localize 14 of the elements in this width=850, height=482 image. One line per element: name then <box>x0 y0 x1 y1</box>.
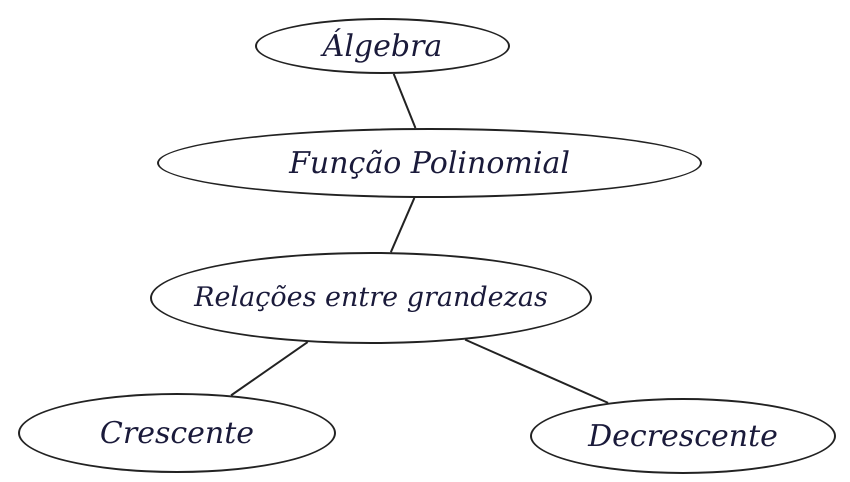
connector-line <box>230 341 308 396</box>
node-label: Relações entre grandezas <box>192 283 549 313</box>
ellipse-node <box>157 128 702 198</box>
connector-line <box>392 74 416 128</box>
connector-line <box>464 338 608 404</box>
node-label: Função Polinomial <box>288 146 571 180</box>
ellipse-node <box>255 18 510 74</box>
connector-line <box>390 198 416 253</box>
node-label: Álgebra <box>302 30 462 62</box>
ellipse-node <box>18 393 336 473</box>
node-label: Decrescente <box>586 420 779 452</box>
node-label: Crescente <box>98 416 256 450</box>
ellipse-node <box>530 398 836 474</box>
ellipse-node <box>150 252 592 344</box>
